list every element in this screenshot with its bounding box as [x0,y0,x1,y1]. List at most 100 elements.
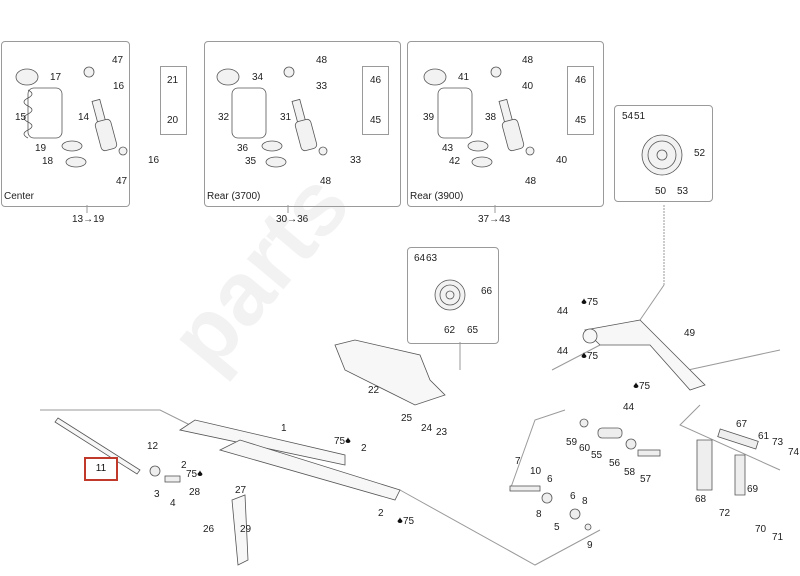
callout-2: 2 [378,508,384,519]
callout-75: 75 [334,436,351,447]
callout-41: 41 [458,72,470,83]
callout-73: 73 [772,437,784,448]
callout-38: 38 [485,112,497,123]
callout-15: 15 [15,112,27,123]
callout-20: 20 [167,115,179,126]
callout-4: 4 [170,498,176,509]
callout-74: 74 [788,447,800,458]
callout-49: 49 [684,328,696,339]
callout-44: 44 [557,346,569,357]
callout-40: 40 [556,155,568,166]
callout-75: 75 [581,351,598,362]
callout-63: 63 [426,253,438,264]
callout-9: 9 [587,540,593,551]
callout-67: 67 [736,419,748,430]
panel-rear-3900 [407,41,604,207]
callout-56: 56 [609,458,621,469]
callout-53: 53 [677,186,689,197]
callout-42: 42 [449,156,461,167]
callout-69: 69 [747,484,759,495]
callout-61: 61 [758,431,770,442]
callout-72: 72 [719,508,731,519]
callout-22: 22 [368,385,380,396]
callout-48: 48 [525,176,537,187]
callout-65: 65 [467,325,479,336]
callout-75: 75 [397,516,414,527]
callout-62: 62 [444,325,456,336]
callout-1: 1 [281,423,287,434]
callout-6: 6 [570,491,576,502]
callout-24: 24 [421,423,433,434]
callout-8: 8 [582,496,588,507]
callout-32: 32 [218,112,230,123]
callout-48: 48 [316,55,328,66]
callout-25: 25 [401,413,413,424]
callout-34: 34 [252,72,264,83]
callout-52: 52 [694,148,706,159]
callout-16: 16 [113,81,125,92]
callout-60: 60 [579,443,591,454]
callout-55: 55 [591,450,603,461]
callout-57: 57 [640,474,652,485]
callout-44: 44 [557,306,569,317]
callout-75: 75 [581,297,598,308]
callout-58: 58 [624,467,636,478]
callout-64: 64 [414,253,426,264]
panel-idler-upper [614,105,713,202]
range-label-center: 13→19 [72,214,105,225]
callout-48: 48 [320,176,332,187]
callout-10: 10 [530,466,542,477]
callout-3: 3 [154,489,160,500]
callout-45: 45 [370,115,382,126]
callout-50: 50 [655,186,667,197]
oil-drop-icon [197,469,203,477]
callout-26: 26 [203,524,215,535]
panel-caption-rear-3700: Rear (3700) [207,191,261,202]
callout-71: 71 [772,532,784,543]
callout-2: 2 [361,443,367,454]
callout-17: 17 [50,72,62,83]
callout-31: 31 [280,112,292,123]
callout-16: 16 [148,155,160,166]
callout-46: 46 [575,75,587,86]
hardware-subbox-center [160,66,187,135]
callout-40: 40 [522,81,534,92]
callout-12: 12 [147,441,159,452]
callout-33: 33 [316,81,328,92]
callout-21: 21 [167,75,179,86]
callout-47: 47 [112,55,124,66]
callout-36: 36 [237,143,249,154]
callout-8: 8 [536,509,542,520]
hardware-subbox-rear-3700 [362,66,389,135]
callout-66: 66 [481,286,493,297]
range-label-rear-3900: 37→43 [478,214,511,225]
callout-51: 51 [634,111,646,122]
callout-23: 23 [436,427,448,438]
callout-29: 29 [240,524,252,535]
callout-7: 7 [515,456,521,467]
oil-drop-icon [345,436,351,444]
panel-idler-mid [407,247,499,344]
panel-caption-rear-3900: Rear (3900) [410,191,464,202]
callout-43: 43 [442,143,454,154]
callout-18: 18 [42,156,54,167]
panel-rear-3700 [204,41,401,207]
callout-19: 19 [35,143,47,154]
callout-35: 35 [245,156,257,167]
callout-5: 5 [554,522,560,533]
callout-27: 27 [235,485,247,496]
callout-45: 45 [575,115,587,126]
callout-54: 54 [622,111,634,122]
highlighted-part-11[interactable]: 11 [84,457,118,481]
callout-6: 6 [547,474,553,485]
callout-2: 2 [181,460,187,471]
callout-39: 39 [423,112,435,123]
panel-center [1,41,130,207]
callout-48: 48 [522,55,534,66]
callout-46: 46 [370,75,382,86]
callout-59: 59 [566,437,578,448]
callout-44: 44 [623,402,635,413]
callout-14: 14 [78,112,90,123]
